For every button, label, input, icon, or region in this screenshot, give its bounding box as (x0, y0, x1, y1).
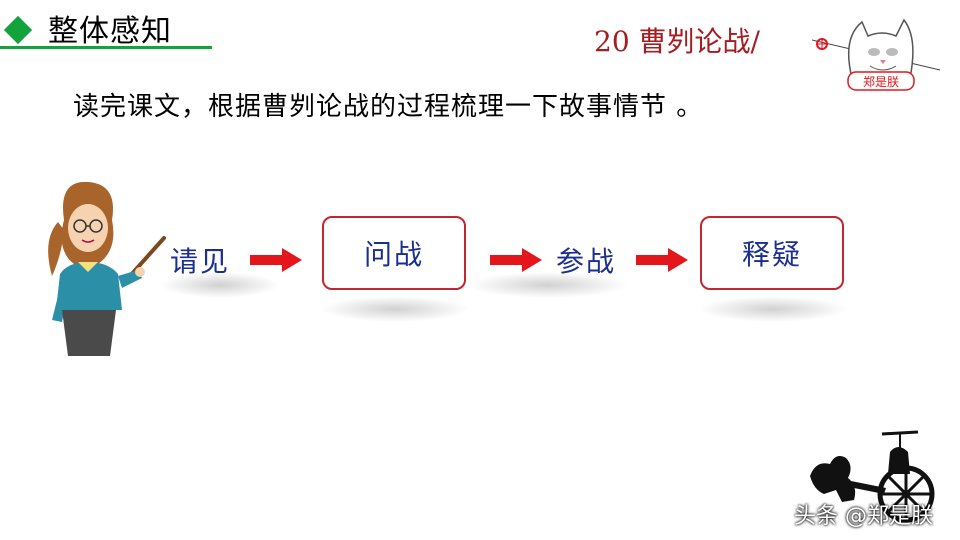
step-shiyi: 释疑 (741, 238, 802, 271)
instruction-text: 读完课文，根据曹刿论战的过程梳理一下故事情节 。 (73, 92, 704, 122)
shadow (468, 272, 628, 298)
lesson-title: 20 曹刿论战/ (594, 25, 760, 58)
teacher-illustration-icon (48, 181, 166, 356)
arrow-right-icon (636, 248, 688, 272)
step-canzhan: 参战 (556, 245, 617, 278)
step-qingjian: 请见 (170, 245, 231, 278)
chariot-emblem-icon (810, 430, 935, 523)
shadow (320, 296, 470, 322)
diamond-bullet-icon (3, 15, 33, 45)
arrow-right-icon (490, 248, 542, 272)
cat-badge-text: 郑是朕 (863, 74, 899, 89)
shadow (160, 272, 280, 298)
cat-mascot-icon: 郑是朕 (812, 18, 941, 91)
header-underline (0, 46, 212, 49)
section-header: 整体感知 (0, 0, 212, 50)
step-box-shiyi: 释疑 (700, 216, 844, 290)
section-title: 整体感知 (48, 14, 172, 49)
step-wenzhan: 问战 (363, 238, 424, 271)
arrow-right-icon (250, 248, 302, 272)
watermark-text: 头条 @郑是朕 (794, 504, 933, 529)
shadow (698, 296, 848, 322)
step-box-wenzhan: 问战 (322, 216, 466, 290)
